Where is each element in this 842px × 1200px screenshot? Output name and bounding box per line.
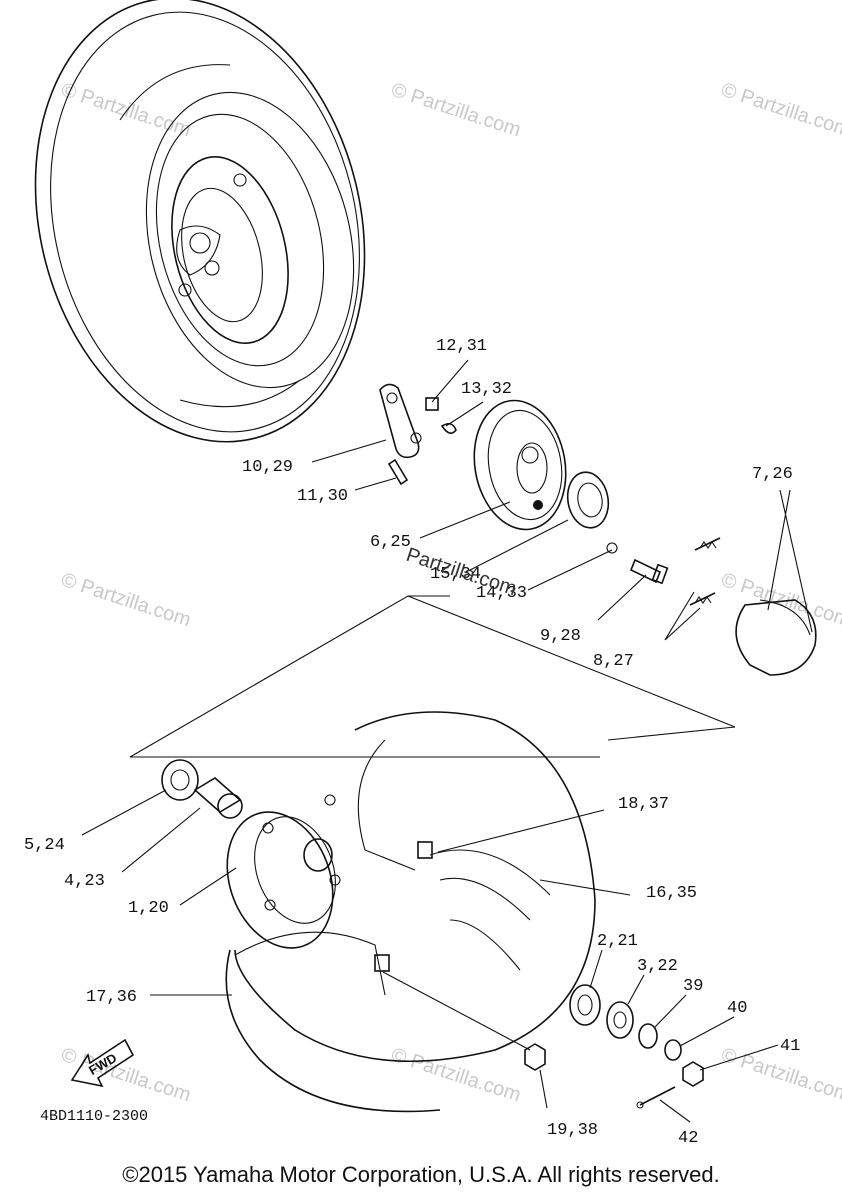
callout-40: 40 xyxy=(727,999,747,1018)
callout-16-35: 16,35 xyxy=(646,884,697,903)
callout-18-37: 18,37 xyxy=(618,795,669,814)
watermark: © Partzilla.com xyxy=(58,1044,193,1107)
callout-10-29: 10,29 xyxy=(242,458,293,477)
callout-39: 39 xyxy=(683,977,703,996)
watermark: © Partzilla.com xyxy=(58,79,193,142)
callout-2-21: 2,21 xyxy=(597,932,638,951)
callout-9-28: 9,28 xyxy=(540,627,581,646)
callout-7-26: 7,26 xyxy=(752,465,793,484)
callout-41: 41 xyxy=(780,1037,800,1056)
brake-shoe-drawing xyxy=(689,537,817,676)
watermark: © Partzilla.com xyxy=(388,79,523,142)
brake-cam-lever-drawing xyxy=(379,383,457,486)
diagram-code: 4BD1110-2300 xyxy=(40,1108,148,1125)
watermark: © Partzilla.com xyxy=(718,79,842,142)
callout-11-30: 11,30 xyxy=(297,487,348,506)
watermark-center: Partzilla.com xyxy=(403,544,519,600)
callout-8-27: 8,27 xyxy=(593,652,634,671)
callout-1-20: 1,20 xyxy=(128,899,169,918)
wheel-bearing-parts-drawing xyxy=(524,984,704,1109)
callout-19-38: 19,38 xyxy=(547,1121,598,1140)
callout-labels: 12,31 13,32 10,29 11,30 6,25 15,34 14,33… xyxy=(24,337,800,1148)
watermarks: © Partzilla.com © Partzilla.com © Partzi… xyxy=(58,79,842,1107)
callout-42: 42 xyxy=(678,1129,698,1148)
callout-14-33: 14,33 xyxy=(476,584,527,603)
wheel-hub-drawing xyxy=(226,794,341,949)
callout-3-22: 3,22 xyxy=(637,957,678,976)
oil-seal-drawing xyxy=(566,471,610,529)
copyright-notice: ©2015 Yamaha Motor Corporation, U.S.A. A… xyxy=(122,1162,720,1187)
watermark: © Partzilla.com xyxy=(388,1044,523,1107)
assembled-wheel-drawing xyxy=(34,0,366,443)
adjuster-bolt-drawing xyxy=(606,542,669,585)
collar-4-drawing xyxy=(193,777,243,819)
callout-6-25: 6,25 xyxy=(370,533,411,552)
bearing-5-drawing xyxy=(161,759,199,801)
callout-15-34: 15,34 xyxy=(430,565,481,584)
brake-shoe-plate-drawing xyxy=(473,399,567,531)
watermark: © Partzilla.com xyxy=(58,569,193,632)
callout-13-32: 13,32 xyxy=(461,380,512,399)
callout-5-24: 5,24 xyxy=(24,836,65,855)
callout-4-23: 4,23 xyxy=(64,872,105,891)
brake-group-outline xyxy=(129,595,736,758)
callout-17-36: 17,36 xyxy=(86,988,137,1007)
leader-lines xyxy=(81,359,813,1123)
tire-drawing xyxy=(225,711,596,1113)
callout-12-31: 12,31 xyxy=(436,337,487,356)
